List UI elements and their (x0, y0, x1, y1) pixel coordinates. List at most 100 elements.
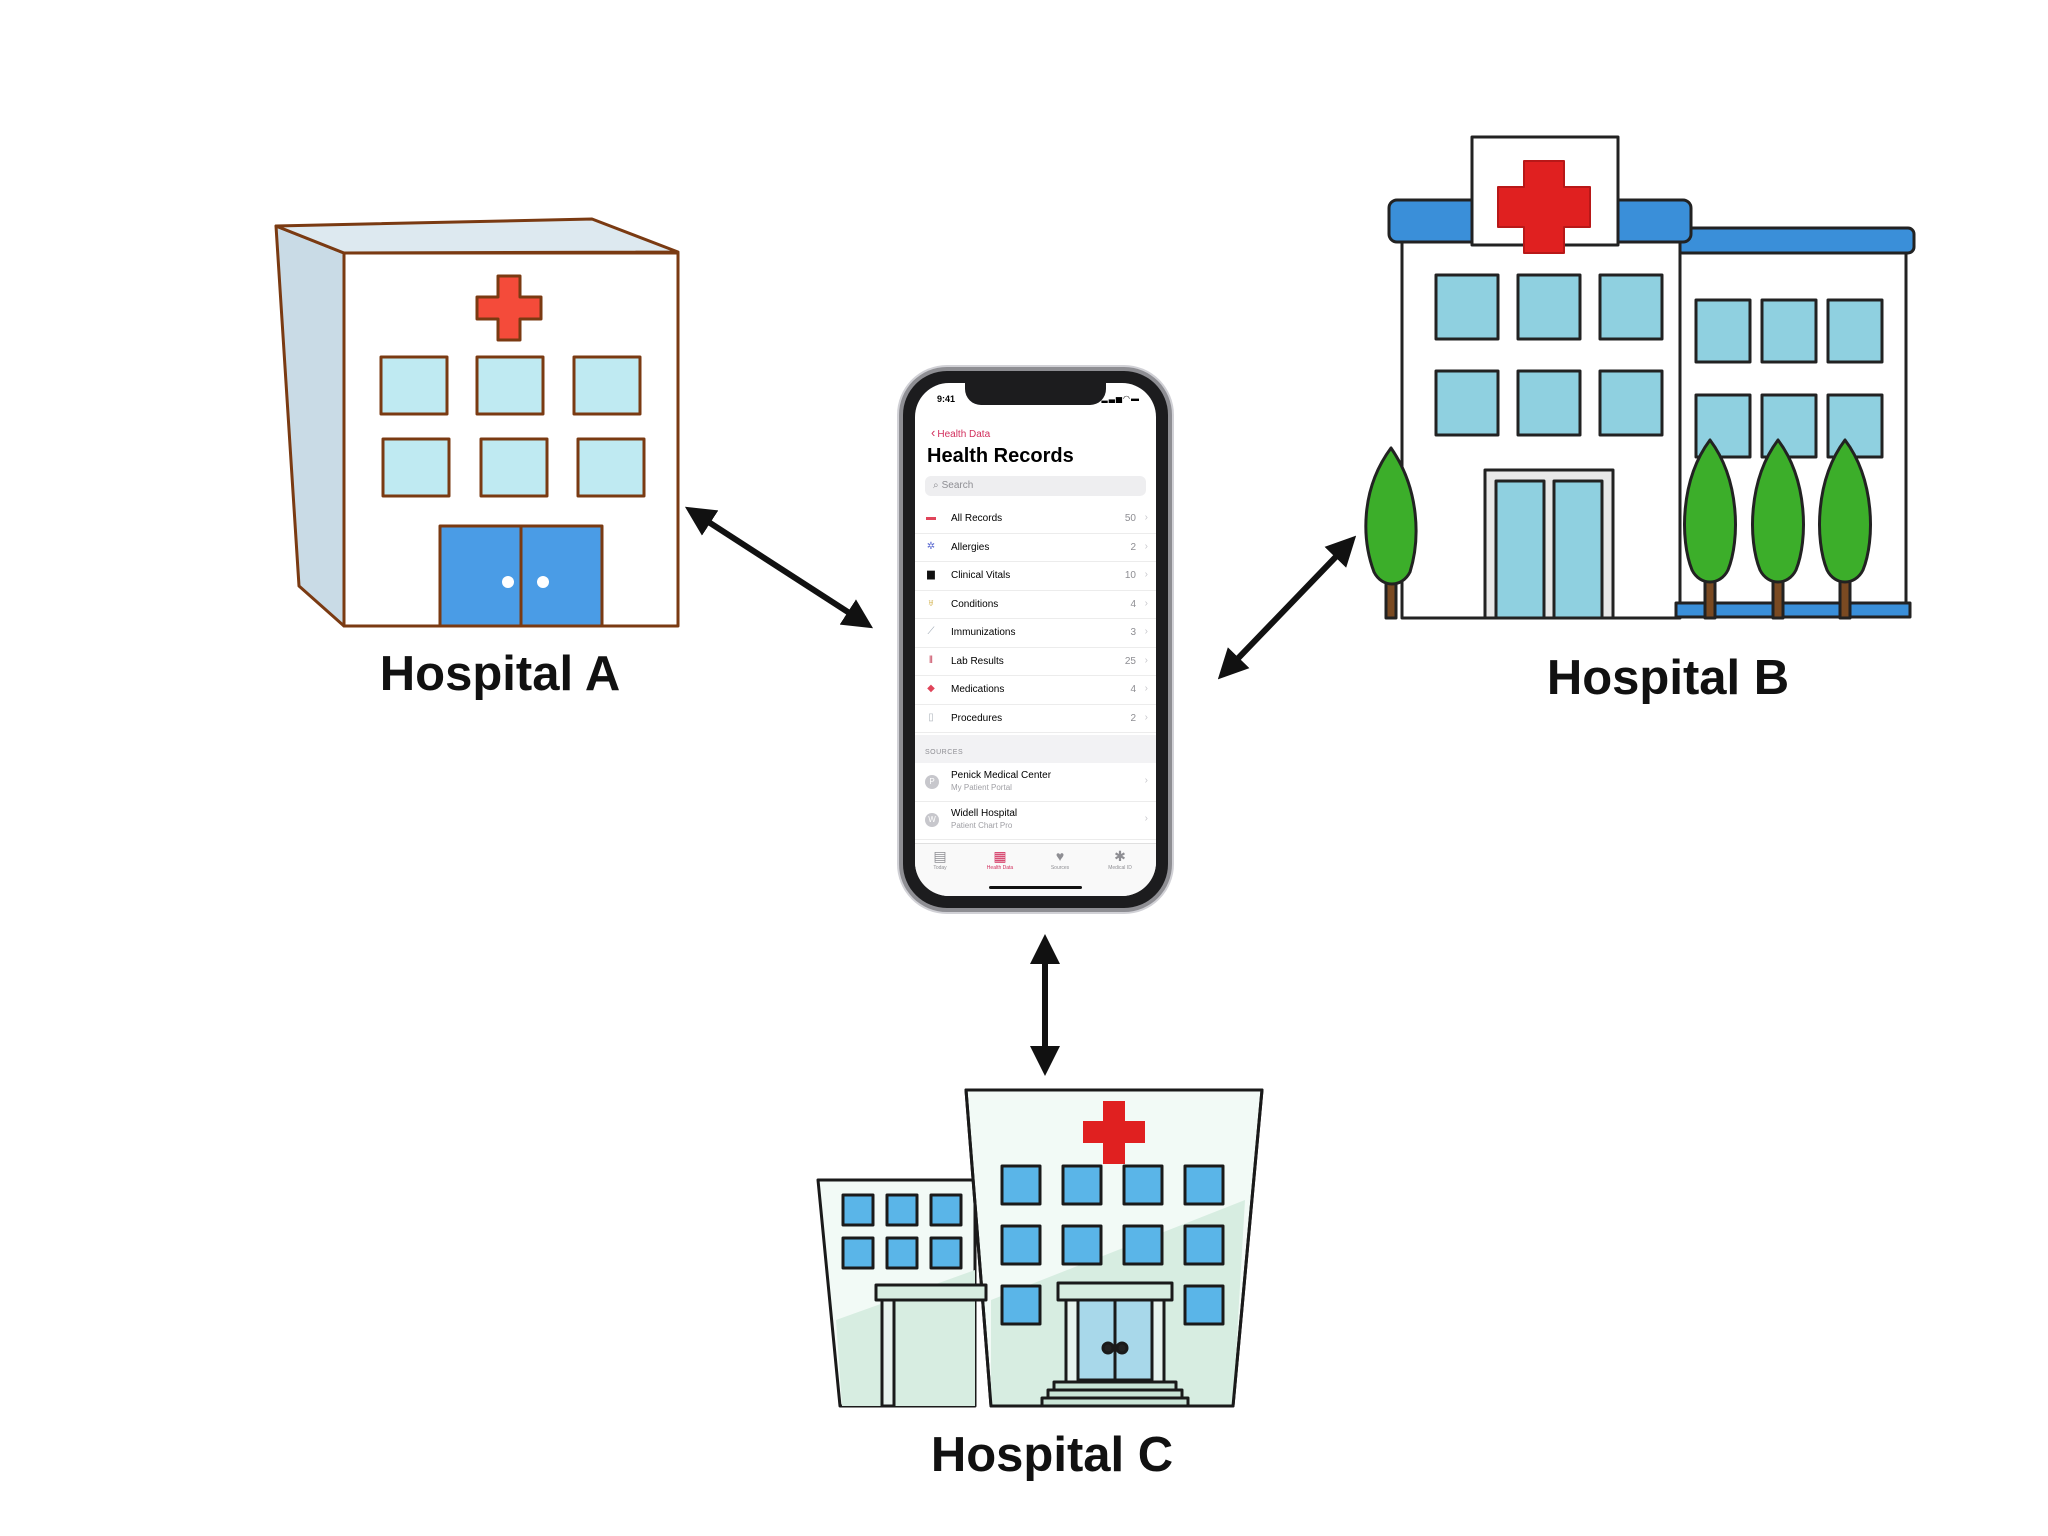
sources-header-label: SOURCES (925, 749, 964, 756)
tab-medical-id[interactable]: ✱ Medical ID (1095, 848, 1145, 871)
list-item-label: Immunizations (951, 627, 1016, 638)
list-item-conditions[interactable]: ♅ Conditions 4 › (915, 591, 1156, 619)
chevron-right-icon: › (1144, 775, 1148, 786)
tab-label: Medical ID (1108, 865, 1132, 871)
phone-notch (965, 383, 1106, 405)
hospital-b-trees (1364, 438, 1872, 620)
asterisk-icon: ✱ (1114, 848, 1126, 864)
list-item-clinical-vitals[interactable]: ▆ Clinical Vitals 10 › (915, 562, 1156, 591)
status-time: 9:41 (937, 394, 956, 404)
hospital-a-door (438, 524, 604, 628)
list-item-count: 4 (1130, 598, 1136, 610)
list-item-label: All Records (951, 513, 1003, 524)
tab-label: Health Data (986, 865, 1014, 871)
hospital-b-right-wing (1678, 245, 1908, 617)
hospital-b-drawing (1364, 135, 1916, 620)
allergen-icon: ✲ (926, 540, 936, 552)
chevron-right-icon: › (1144, 512, 1148, 523)
list-item-allergies[interactable]: ✲ Allergies 2 › (915, 534, 1156, 562)
hospital-b-entrance (1483, 468, 1615, 620)
avatar: W (925, 813, 939, 827)
grid-icon: ▦ (993, 848, 1007, 864)
source-item-widell[interactable]: W Widell Hospital Patient Chart Pro › (915, 801, 1156, 840)
wifi-icon: ◠ (1123, 394, 1131, 403)
back-link-label: Health Data (937, 429, 991, 440)
hospital-a-roof (274, 217, 680, 255)
hospital-a-side (274, 224, 346, 628)
sources-section-header: SOURCES (915, 735, 1156, 763)
today-icon: ▤ (933, 848, 947, 864)
hospital-b-cross (1497, 160, 1591, 254)
source-name: Penick Medical Center (951, 770, 1052, 781)
hospital-a-cross (475, 274, 543, 342)
list-item-label: Conditions (951, 598, 999, 610)
list-item-all-records[interactable]: ▬ All Records 50 › (915, 505, 1156, 534)
chevron-right-icon: › (1144, 626, 1148, 637)
hospital-a-windows (379, 355, 646, 498)
calendar-icon: ▬ (926, 512, 936, 523)
tab-label: Today (933, 865, 947, 871)
avatar: P (925, 775, 939, 789)
tab-health-data[interactable]: ▦ Health Data (975, 848, 1025, 871)
hospital-b-windows (1434, 273, 1884, 459)
source-subtitle: My Patient Portal (951, 783, 1012, 792)
chevron-right-icon: › (1144, 711, 1148, 723)
hospital-c-cross (1083, 1101, 1145, 1164)
chevron-right-icon: › (1144, 540, 1148, 552)
heart-icon: ♥ (1055, 848, 1065, 864)
hospital-b-main-block (1400, 234, 1682, 620)
list-item-count: 4 (1130, 684, 1136, 695)
back-link-health-data[interactable]: ‹Health Data (931, 425, 990, 440)
chevron-left-icon: ‹ (931, 425, 936, 440)
chevron-right-icon: › (1144, 654, 1148, 666)
pill-icon: ◆ (927, 683, 935, 694)
hospital-c-label: Hospital C (930, 1428, 1174, 1482)
smartphone: 9:41 ▂▃▅◠▬ ‹Health Data Health Records ⌕… (903, 371, 1168, 908)
list-item-label: Clinical Vitals (951, 570, 1011, 581)
chevron-right-icon: › (1144, 683, 1148, 694)
signal-icon: ▂▃▅ (1101, 394, 1124, 403)
hospital-c-main-block (964, 1088, 1264, 1408)
list-item-count: 10 (1124, 570, 1136, 581)
hospital-a-label: Hospital A (379, 647, 621, 701)
source-item-penick[interactable]: P Penick Medical Center My Patient Porta… (915, 763, 1156, 802)
list-item-count: 2 (1130, 712, 1136, 724)
list-item-medications[interactable]: ◆ Medications 4 › (915, 676, 1156, 705)
bandage-icon: ▯ (928, 711, 934, 723)
search-icon: ⌕ (933, 480, 939, 491)
list-item-lab-results[interactable]: ‖ Lab Results 25 › (915, 648, 1156, 676)
hospital-b-tower (1470, 135, 1620, 247)
hospital-c-drawing (816, 1088, 1264, 1408)
tab-today[interactable]: ▤ Today (915, 848, 965, 871)
list-item-label: Allergies (951, 541, 990, 553)
search-placeholder: Search (941, 480, 974, 491)
list-item-label: Lab Results (951, 655, 1004, 667)
hospital-b-label: Hospital B (1546, 651, 1790, 705)
list-item-count: 3 (1130, 627, 1136, 638)
chevron-right-icon: › (1144, 813, 1148, 824)
syringe-icon: ⟋ (927, 626, 935, 637)
phone-screen: 9:41 ▂▃▅◠▬ ‹Health Data Health Records ⌕… (915, 383, 1156, 896)
records-list: ▬ All Records 50 › ✲ Allergies 2 › ▆ Cli… (915, 505, 1156, 733)
hospital-c-left-wing (816, 1178, 977, 1408)
stethoscope-icon: ♅ (927, 597, 935, 609)
hospital-a-drawing (274, 217, 680, 628)
list-item-procedures[interactable]: ▯ Procedures 2 › (915, 705, 1156, 733)
tab-label: Sources (1050, 865, 1070, 871)
list-item-label: Procedures (951, 712, 1003, 724)
chevron-right-icon: › (1144, 597, 1148, 609)
list-item-label: Medications (951, 684, 1005, 695)
chevron-right-icon: › (1144, 569, 1148, 580)
test-tube-icon: ‖ (928, 654, 934, 666)
arrow-hospital-b-phone (1217, 535, 1357, 680)
search-input[interactable]: ⌕Search (925, 476, 1146, 496)
vitals-icon: ▆ (927, 569, 935, 580)
list-item-immunizations[interactable]: ⟋ Immunizations 3 › (915, 619, 1156, 648)
list-item-count: 50 (1124, 513, 1136, 524)
status-icons: ▂▃▅◠▬ (1102, 394, 1140, 403)
hospital-c-windows (841, 1164, 1225, 1326)
tab-sources[interactable]: ♥ Sources (1035, 848, 1085, 871)
home-indicator[interactable] (989, 886, 1082, 889)
hospital-c-entrance (1040, 1281, 1190, 1408)
source-subtitle: Patient Chart Pro (951, 821, 1013, 830)
